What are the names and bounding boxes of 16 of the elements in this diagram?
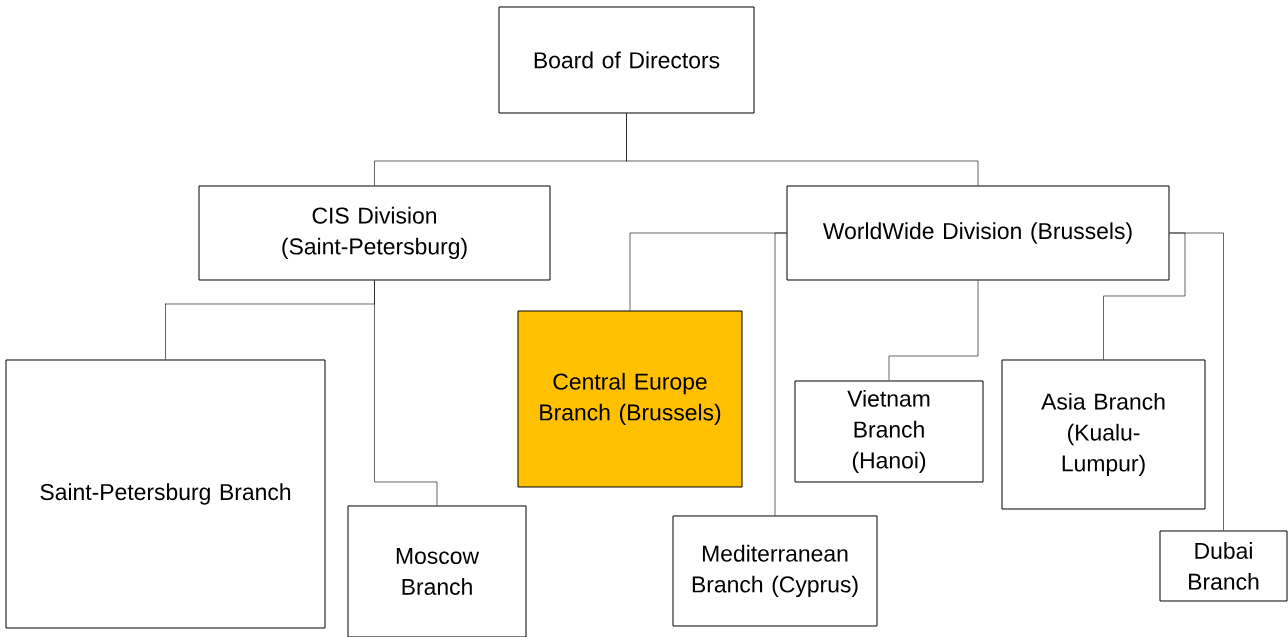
org-box: Vietnam Branch (Hanoi) [794,380,984,483]
org-box: Asia Branch (Kualu-Lumpur) [1001,359,1206,510]
org-box: WorldWide Division (Brussels) [786,185,1170,281]
org-box: Mediterranean Branch (Cyprus) [672,515,878,627]
connector-line [888,280,979,381]
connector-line [374,280,438,506]
connector-line [774,232,787,516]
org-box: Dubai Branch [1159,530,1288,602]
org-box: Board of Directors [498,6,755,114]
org-box: Central Europe Branch (Brussels) [517,310,743,488]
connector-line [1103,232,1186,360]
org-box: CIS Division (Saint-Petersburg) [198,185,551,281]
org-box: Saint-Petersburg Branch [5,359,326,629]
connector-line [1169,232,1224,531]
org-box: Moscow Branch [347,505,527,637]
connector-line [626,113,979,186]
